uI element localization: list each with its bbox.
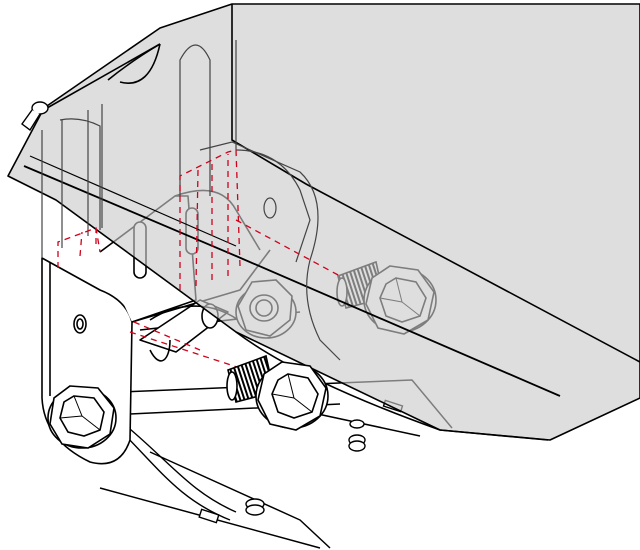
flange-bolt-corner	[47, 385, 117, 449]
shield-panel	[7, 3, 640, 441]
alignment-guides	[57, 149, 341, 369]
flange-bolt-lower	[226, 354, 329, 431]
strap-wire	[119, 423, 237, 521]
